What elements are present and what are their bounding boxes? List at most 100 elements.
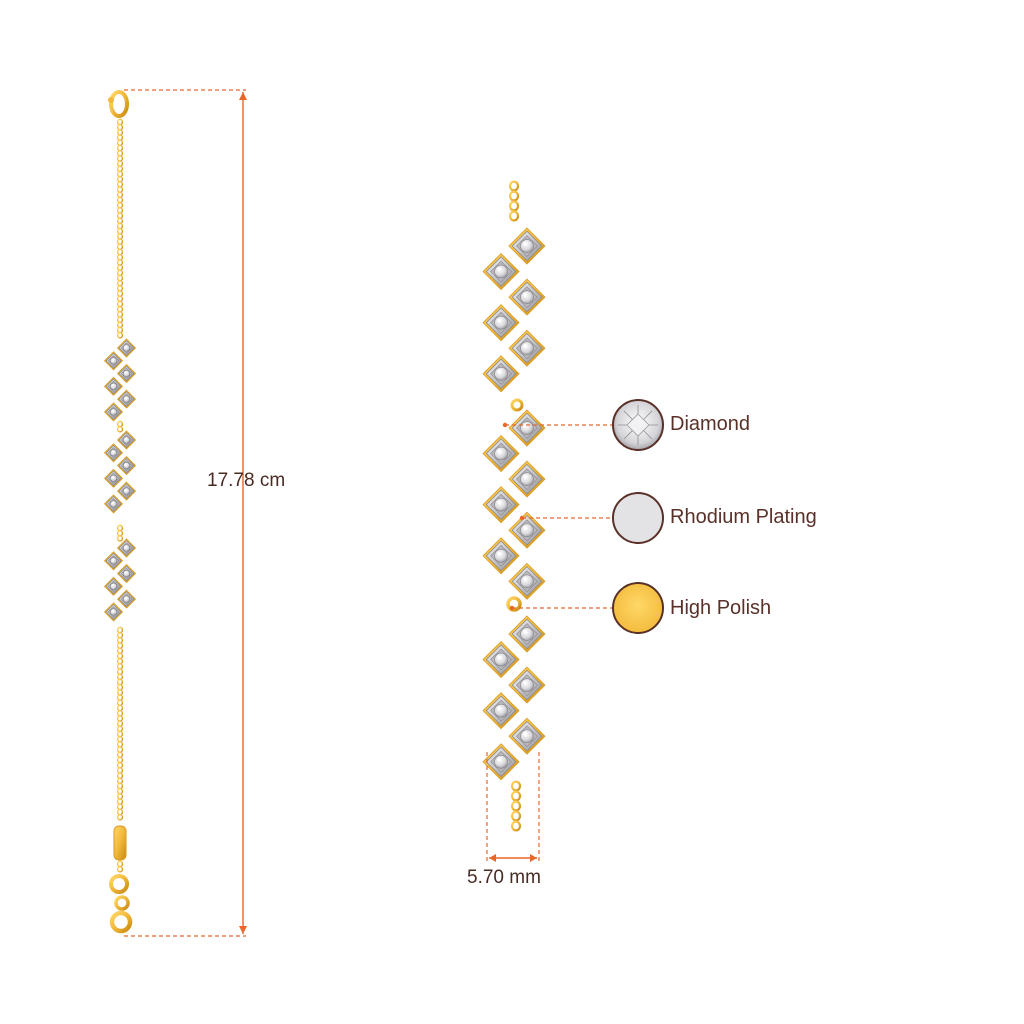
diamond-tile xyxy=(116,538,137,558)
gold-swatch-icon xyxy=(612,582,664,634)
chain-link xyxy=(116,529,124,537)
chain-link xyxy=(116,694,124,701)
diamond-tile xyxy=(482,537,520,575)
chain-link xyxy=(116,668,124,675)
chain-link xyxy=(510,820,522,832)
chain-link xyxy=(116,798,124,805)
chain-link xyxy=(116,331,124,339)
chain-link xyxy=(116,741,124,748)
chain-link xyxy=(508,190,520,202)
chain-link xyxy=(116,647,124,655)
chain-link xyxy=(116,652,124,660)
chain-link xyxy=(116,290,124,297)
chain-link xyxy=(116,233,124,240)
chain-link xyxy=(116,751,124,759)
material-label-rhodium: Rhodium Plating xyxy=(670,506,817,528)
end-ring xyxy=(109,910,133,934)
diamond-tile xyxy=(103,602,124,622)
chain-link xyxy=(116,311,124,318)
jump-ring xyxy=(109,874,129,894)
chain-link xyxy=(116,170,124,178)
chain-link xyxy=(116,227,124,235)
chain-link xyxy=(116,326,124,334)
chain-link xyxy=(116,207,124,214)
chain-link xyxy=(510,780,522,792)
chain-link xyxy=(116,217,124,225)
chain-link xyxy=(116,279,124,287)
diamond-tile xyxy=(103,402,124,422)
diamond-tile xyxy=(482,640,520,679)
diamond-tile xyxy=(103,551,124,571)
chain-link xyxy=(116,524,124,532)
material-label-diamond: Diamond xyxy=(670,413,751,435)
chain-link xyxy=(116,196,124,204)
diamond-swatch-icon xyxy=(612,399,664,451)
diamond-tile xyxy=(482,692,520,730)
full-bracelet-view xyxy=(103,90,137,934)
chain-link xyxy=(116,756,124,764)
diamond-tile xyxy=(116,389,137,409)
chain-link xyxy=(116,793,124,800)
chain-link xyxy=(116,730,124,738)
connector-ring xyxy=(510,398,524,412)
chain-link xyxy=(116,813,124,821)
chain-link xyxy=(116,129,124,136)
diamond-tile xyxy=(116,430,137,450)
diamond-tile xyxy=(482,355,520,393)
chain-link xyxy=(116,735,124,743)
diamond-tile xyxy=(508,615,546,653)
chain-link xyxy=(116,123,124,131)
chain-link xyxy=(116,160,124,167)
lobster-clasp-icon xyxy=(109,90,129,118)
chain-link xyxy=(116,803,124,811)
chain-link xyxy=(116,865,124,873)
jump-ring xyxy=(114,895,130,911)
chain-link xyxy=(116,243,124,251)
chain-link xyxy=(510,790,522,802)
diamond-tile xyxy=(482,434,520,473)
width-dimension-label: 5.70 mm xyxy=(467,867,541,888)
chain-link xyxy=(116,808,124,816)
chain-link xyxy=(116,165,124,173)
chain-link xyxy=(508,210,520,222)
chain-link xyxy=(116,144,124,152)
diamond-tile xyxy=(508,717,546,755)
chain-link xyxy=(116,191,124,199)
chain-link xyxy=(508,180,520,192)
diamond-tile xyxy=(116,589,137,609)
chain-link xyxy=(116,663,124,670)
dimension-lines xyxy=(124,89,540,937)
chain-link xyxy=(116,118,124,126)
chain-link xyxy=(116,637,124,644)
chain-link xyxy=(116,139,124,147)
chain-link xyxy=(116,253,124,261)
chain-link xyxy=(116,149,124,157)
chain-link xyxy=(116,535,124,542)
chain-link xyxy=(116,264,124,271)
diamond-tile xyxy=(116,338,137,358)
chain-link xyxy=(116,673,124,681)
chain-link xyxy=(116,420,124,428)
chain-link xyxy=(116,259,124,266)
chain-link xyxy=(116,631,124,639)
diamond-tile xyxy=(508,562,546,600)
chain-link xyxy=(116,704,124,712)
diamond-tile xyxy=(103,576,124,596)
chain-link xyxy=(116,238,124,245)
diamond-tile xyxy=(508,460,546,498)
chain-link xyxy=(116,860,124,868)
chain-link xyxy=(116,300,124,308)
chain-link xyxy=(116,709,124,717)
chain-link xyxy=(510,810,522,822)
chain-link xyxy=(116,761,124,769)
diamond-tile xyxy=(508,329,546,367)
chain-link xyxy=(116,305,124,313)
rhodium-swatch-icon xyxy=(612,492,664,544)
chain-link xyxy=(116,657,124,665)
chain-link xyxy=(116,777,124,785)
chain-link xyxy=(116,772,124,779)
chain-link xyxy=(116,626,124,634)
material-leader-lines xyxy=(502,422,612,611)
chain-link xyxy=(116,295,124,303)
